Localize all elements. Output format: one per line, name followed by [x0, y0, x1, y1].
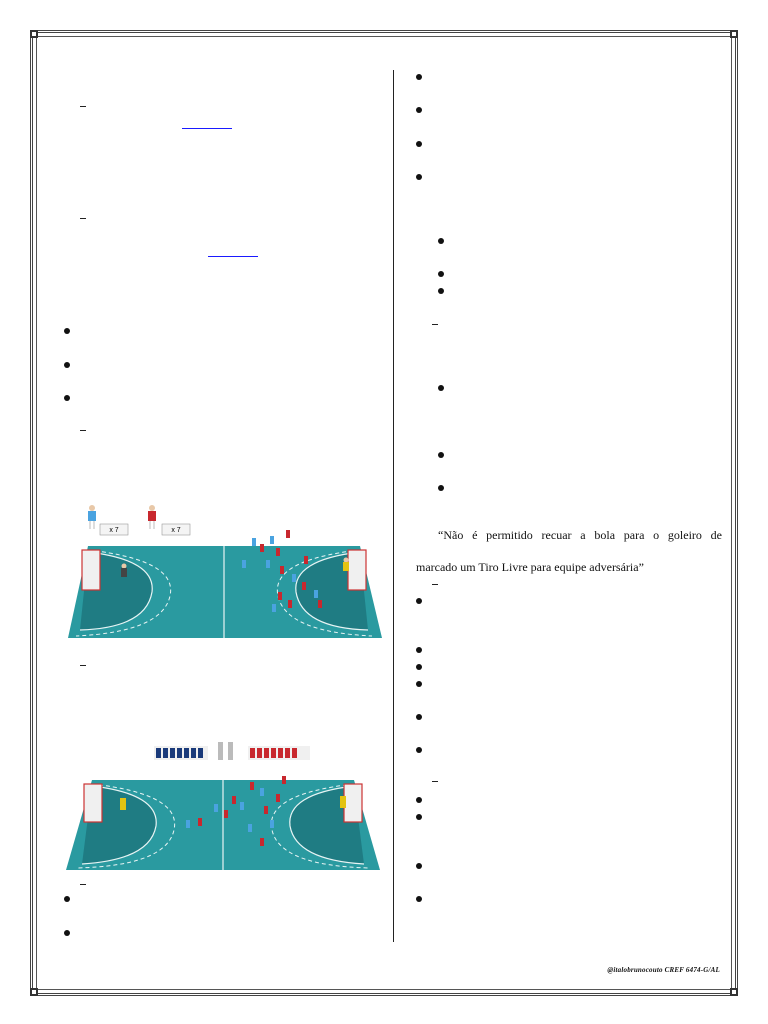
dash-marker: [432, 324, 438, 325]
list-bullet: [438, 271, 444, 277]
list-bullet: [416, 598, 422, 604]
coach-figure-red: [148, 505, 156, 529]
dash-marker: [80, 665, 86, 666]
quote-text-line2: marcado um Tiro Livre para equipe advers…: [416, 560, 644, 574]
hyperlink-underline[interactable]: [182, 128, 232, 129]
list-bullet: [416, 681, 422, 687]
handball-court-diagram-1: x 7 x 7: [66, 500, 382, 642]
page-frame-inner: [36, 36, 732, 990]
list-bullet: [64, 328, 70, 334]
player-cluster: [242, 530, 322, 612]
svg-text:x 7: x 7: [109, 527, 118, 534]
list-bullet: [64, 362, 70, 368]
list-bullet: [416, 863, 422, 869]
list-bullet: [416, 814, 422, 820]
list-bullet: [64, 930, 70, 936]
dash-marker: [80, 106, 86, 107]
dash-marker: [80, 884, 86, 885]
handball-court-diagram-2: [64, 738, 382, 874]
sign-left: x 7: [99, 523, 129, 536]
page-frame: [30, 30, 738, 996]
list-bullet: [64, 896, 70, 902]
list-bullet: [416, 107, 422, 113]
frame-corner: [730, 988, 738, 996]
column-divider: [393, 70, 394, 942]
list-bullet: [416, 141, 422, 147]
list-bullet: [416, 797, 422, 803]
list-bullet: [438, 385, 444, 391]
list-bullet: [416, 664, 422, 670]
list-bullet: [438, 452, 444, 458]
frame-corner: [30, 988, 38, 996]
list-bullet: [416, 714, 422, 720]
list-bullet: [438, 288, 444, 294]
frame-corner: [730, 30, 738, 38]
author-credit: @italobrunocouto CREF 6474-G/AL: [607, 966, 720, 974]
dash-marker: [80, 430, 86, 431]
list-bullet: [438, 238, 444, 244]
list-bullet: [416, 174, 422, 180]
sign-right: x 7: [161, 523, 191, 536]
list-bullet: [438, 485, 444, 491]
dash-marker: [432, 781, 438, 782]
hyperlink-underline[interactable]: [208, 256, 258, 257]
list-bullet: [416, 74, 422, 80]
list-bullet: [416, 647, 422, 653]
list-bullet: [416, 896, 422, 902]
svg-text:x 7: x 7: [171, 527, 180, 534]
dash-marker: [432, 584, 438, 585]
list-bullet: [64, 395, 70, 401]
dash-marker: [80, 218, 86, 219]
frame-corner: [30, 30, 38, 38]
list-bullet: [416, 747, 422, 753]
quote-text-line1: “Não é permitido recuar a bola para o go…: [438, 528, 722, 542]
coach-figure-blue: [88, 505, 96, 529]
